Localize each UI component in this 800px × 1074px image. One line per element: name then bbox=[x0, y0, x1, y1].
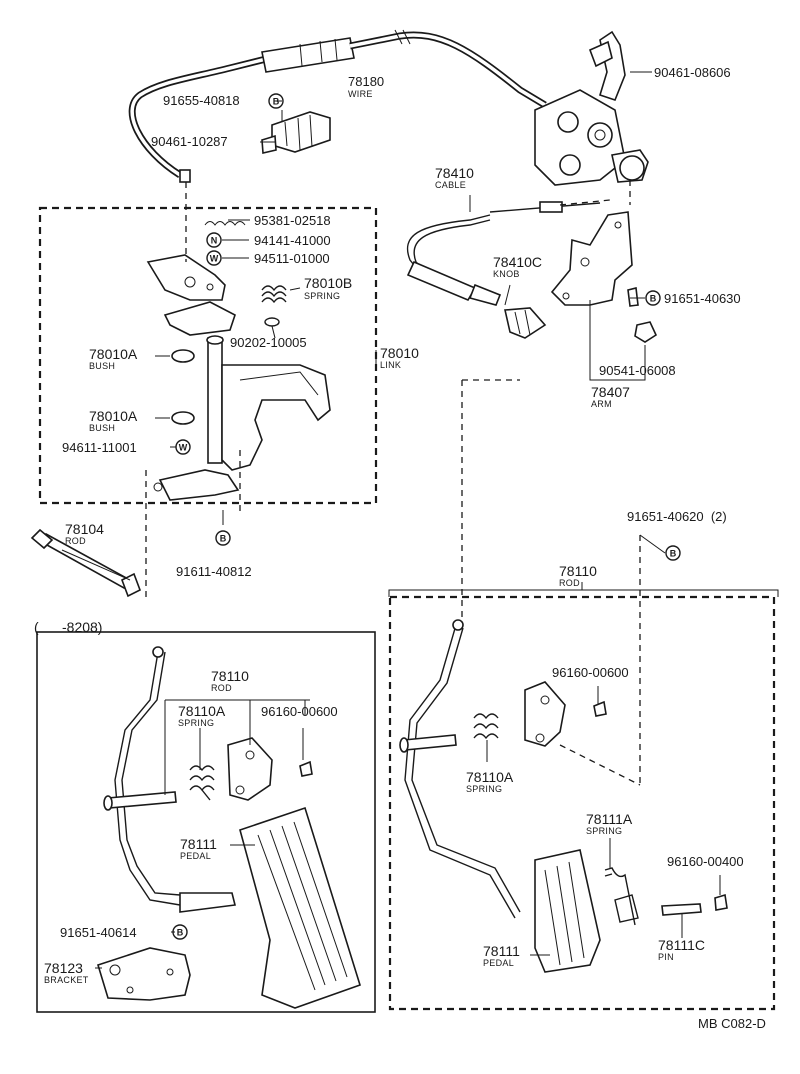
label-78010A-2-sub: BUSH bbox=[89, 423, 115, 433]
label-78010-sub: LINK bbox=[380, 360, 401, 370]
label-78110A-left-sub: SPRING bbox=[178, 718, 214, 728]
label-78111-left-sub: PEDAL bbox=[180, 851, 211, 861]
bolt-symbol-91611: B bbox=[215, 530, 231, 546]
label-94141-41000: 94141-41000 bbox=[254, 233, 331, 248]
label-94611-11001: 94611-11001 bbox=[62, 440, 137, 455]
label-78010A-2: 78010A bbox=[89, 408, 138, 424]
nut-symbol-94141: N bbox=[211, 236, 218, 246]
pedal-group-right bbox=[388, 379, 776, 1011]
svg-text:B: B bbox=[670, 549, 677, 559]
label-91655-40818: 91655-40818 bbox=[163, 93, 240, 108]
label-78111A-sub: SPRING bbox=[586, 826, 622, 836]
clamp-90461-10287 bbox=[261, 111, 331, 154]
label-78110-right-sub: ROD bbox=[559, 578, 580, 588]
diagram-code: MB C082-D bbox=[698, 1016, 766, 1031]
label-78111C-sub: PIN bbox=[658, 952, 674, 962]
svg-text:N: N bbox=[211, 236, 218, 246]
label-78123-sub: BRACKET bbox=[44, 975, 89, 985]
wire-78180 bbox=[128, 29, 547, 183]
label-78123: 78123 bbox=[44, 960, 83, 976]
label-78104-sub: ROD bbox=[65, 536, 86, 546]
label-78010A-1: 78010A bbox=[89, 346, 138, 362]
label-94511-01000: 94511-01000 bbox=[254, 251, 330, 266]
link-group-78010 bbox=[38, 182, 378, 598]
label-78407-sub: ARM bbox=[591, 399, 612, 409]
label-78010B-sub: SPRING bbox=[304, 291, 340, 301]
symbol-circles: B N W W B B B B bbox=[172, 93, 681, 940]
label-91651-40630: 91651-40630 bbox=[664, 291, 741, 306]
svg-text:W: W bbox=[210, 254, 219, 264]
cable-78410 bbox=[406, 199, 611, 339]
label-78010: 78010 bbox=[380, 345, 419, 361]
part-labels: 90461-08606 78180 WIRE 91655-40818 90461… bbox=[34, 65, 766, 1031]
label-90461-08606: 90461-08606 bbox=[654, 65, 731, 80]
label-96160-00600-right: 96160-00600 bbox=[552, 665, 629, 680]
label-78111C: 78111C bbox=[658, 937, 705, 953]
label-78104: 78104 bbox=[65, 521, 104, 537]
rod-78104 bbox=[30, 528, 142, 598]
label-91651-40614: 91651-40614 bbox=[60, 925, 137, 940]
label-78110-left-sub: ROD bbox=[211, 683, 232, 693]
label-78111-right-sub: PEDAL bbox=[483, 958, 514, 968]
label-91611-40812: 91611-40812 bbox=[176, 564, 252, 579]
label-78010B: 78010B bbox=[304, 275, 352, 291]
label-95381-02518: 95381-02518 bbox=[254, 213, 331, 228]
label-78410-sub: CABLE bbox=[435, 180, 466, 190]
label-96160-00400: 96160-00400 bbox=[667, 854, 744, 869]
label-78110A-right: 78110A bbox=[466, 769, 514, 785]
pedal-group-left bbox=[36, 631, 376, 1013]
svg-text:B: B bbox=[650, 294, 657, 304]
label-96160-00600-left: 96160-00600 bbox=[261, 704, 338, 719]
bolt-symbol-91651-40630: B bbox=[645, 290, 661, 306]
label-78410C: 78410C bbox=[493, 254, 542, 270]
arm-78407 bbox=[550, 211, 658, 381]
label-78410C-sub: KNOB bbox=[493, 269, 520, 279]
label-8208: ( -8208) bbox=[34, 619, 102, 635]
label-78110-right: 78110 bbox=[559, 563, 597, 579]
label-78110-left: 78110 bbox=[211, 668, 249, 684]
label-78010A-1-sub: BUSH bbox=[89, 361, 115, 371]
svg-text:B: B bbox=[273, 97, 280, 107]
bolt-symbol-91651-40614: B bbox=[172, 924, 188, 940]
label-78180-sub: WIRE bbox=[348, 89, 373, 99]
label-78111A: 78111A bbox=[586, 811, 633, 827]
label-78111-left: 78111 bbox=[180, 836, 217, 852]
label-90202-10005: 90202-10005 bbox=[230, 335, 307, 350]
label-78407: 78407 bbox=[591, 384, 630, 400]
label-78111-right: 78111 bbox=[483, 943, 520, 959]
clip-90461-08606 bbox=[588, 30, 626, 101]
svg-text:B: B bbox=[177, 928, 184, 938]
throttle-bracket bbox=[534, 89, 649, 205]
washer-symbol-94611: W bbox=[179, 443, 188, 453]
label-91651-40620: 91651-40620 (2) bbox=[627, 509, 727, 524]
svg-text:W: W bbox=[179, 443, 188, 453]
bolt-symbol-91655: B bbox=[268, 93, 284, 109]
label-78110A-right-sub: SPRING bbox=[466, 784, 502, 794]
leader-lines bbox=[61, 71, 779, 969]
label-78410: 78410 bbox=[435, 165, 474, 181]
label-78180: 78180 bbox=[348, 74, 384, 89]
svg-text:B: B bbox=[220, 534, 227, 544]
label-90541-06008: 90541-06008 bbox=[599, 363, 676, 378]
washer-symbol-94511: W bbox=[210, 254, 219, 264]
label-90461-10287: 90461-10287 bbox=[151, 134, 228, 149]
label-78110A-left: 78110A bbox=[178, 703, 226, 719]
bolt-symbol-91651-40620: B bbox=[665, 545, 681, 561]
